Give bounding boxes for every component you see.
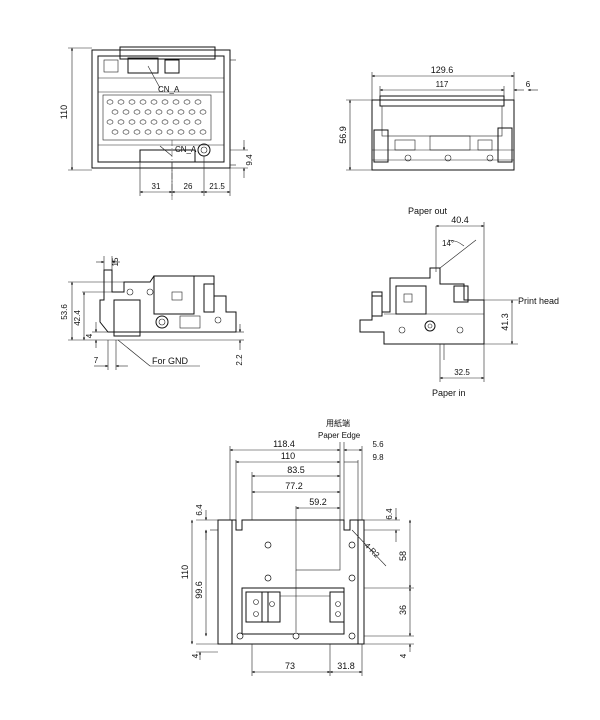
paper-in-dim: 32.5 — [454, 368, 470, 377]
vent-hole — [161, 119, 169, 125]
front-bottom-dim-a: 31 — [152, 182, 161, 191]
front-right-dim: 9.4 — [245, 154, 254, 166]
connector-a-top-label: CN_A — [158, 85, 180, 94]
profile-low-height-dim: 4 — [85, 333, 94, 338]
mount-right-mid-dim: 58 — [398, 551, 408, 561]
mount-width-1-dim: 118.4 — [273, 439, 295, 449]
vent-hole — [194, 119, 202, 125]
vent-hole — [106, 99, 114, 105]
side-overall-width-dim: 129.6 — [431, 65, 454, 75]
mount-left-total-dim: 110 — [180, 565, 190, 579]
paper-path-view: 40.4 Paper out 14° Print head 41.3 32.5 … — [359, 206, 559, 398]
vent-hole — [144, 129, 152, 135]
paper-in-label: Paper in — [432, 388, 466, 398]
side-right-offset-dim: 6 — [526, 80, 531, 89]
vent-hole — [177, 129, 185, 135]
connector-a-bottom-label: CN_A — [175, 145, 197, 154]
mount-bottom-b-dim: 31.8 — [337, 661, 355, 671]
vent-hole — [150, 119, 158, 125]
mount-right-bottom-dim: 4 — [399, 653, 408, 658]
paper-out-label: Paper out — [408, 206, 448, 216]
mounting-plan-view: 用紙端 Paper Edge 118.4 5.6 110 9.8 83.5 77… — [180, 418, 414, 676]
vent-hole — [155, 109, 163, 115]
mount-left-bottom-dim: 4 — [191, 653, 200, 658]
side-inner-width-dim: 117 — [436, 80, 449, 89]
mount-width-5-dim: 59.2 — [309, 497, 327, 507]
mount-left-mid-dim: 99.6 — [194, 581, 204, 599]
vent-hole — [150, 99, 158, 105]
front-bottom-dim-c: 21.5 — [209, 182, 225, 191]
vent-hole — [183, 119, 191, 125]
profile-total-height-dim: 53.6 — [60, 304, 69, 320]
side-view-top: 129.6 117 6 56.9 — [338, 65, 538, 171]
vent-hole — [172, 119, 180, 125]
vent-hole — [172, 99, 180, 105]
profile-bottom-right-dim: 2.2 — [235, 354, 244, 366]
front-height-dim: 110 — [59, 105, 69, 119]
side-height-dim: 56.9 — [338, 126, 348, 144]
mount-right-low-dim: 36 — [398, 605, 408, 615]
vent-hole — [166, 129, 174, 135]
vent-hole — [133, 109, 141, 115]
vent-hole — [117, 119, 125, 125]
vent-hole — [111, 129, 119, 135]
vent-hole — [106, 119, 114, 125]
vent-hole — [122, 129, 130, 135]
mount-left-top-dim: 6.4 — [195, 504, 204, 516]
vent-hole — [139, 119, 147, 125]
front-bottom-dim-b: 26 — [184, 182, 193, 191]
mount-bottom-a-dim: 73 — [285, 661, 295, 671]
mount-hole-callout: 4-R2 — [363, 541, 382, 560]
vent-hole — [128, 99, 136, 105]
vent-hole — [122, 109, 130, 115]
vent-hole — [144, 109, 152, 115]
vent-hole — [188, 129, 196, 135]
profile-mid-height-dim: 42.4 — [73, 310, 82, 326]
vent-hole — [188, 109, 196, 115]
paper-edge-label: Paper Edge — [318, 431, 361, 440]
vent-hole — [183, 99, 191, 105]
vent-hole — [199, 129, 207, 135]
vent-hole — [199, 109, 207, 115]
front-view: CN_A CN_A 110 9.4 31 26 21.5 — [59, 46, 254, 200]
vent-hole — [111, 109, 119, 115]
vent-hole — [128, 119, 136, 125]
vent-hole — [155, 129, 163, 135]
vent-hole — [133, 129, 141, 135]
mount-width-2-right-dim: 9.8 — [372, 453, 384, 462]
mount-width-1-right-dim: 5.6 — [372, 440, 384, 449]
print-head-height-dim: 41.3 — [500, 313, 510, 331]
mount-width-2-dim: 110 — [281, 451, 295, 461]
gnd-label: For GND — [152, 356, 189, 366]
vent-hole — [177, 109, 185, 115]
paper-out-angle: 14° — [442, 239, 454, 248]
vent-hole — [161, 99, 169, 105]
print-head-label: Print head — [518, 296, 559, 306]
profile-view-left: 15 53.6 42.4 4 7 For GND 2.2 — [60, 256, 244, 370]
mount-right-top-dim: 6.4 — [385, 508, 394, 520]
profile-top-dim: 15 — [111, 257, 120, 266]
vent-hole — [139, 99, 147, 105]
mount-width-3-dim: 83.5 — [287, 465, 305, 475]
paper-edge-jp-label: 用紙端 — [326, 418, 350, 428]
profile-bottom-left-dim: 7 — [94, 356, 99, 365]
vent-hole — [166, 109, 174, 115]
vent-hole — [194, 99, 202, 105]
paper-out-width-dim: 40.4 — [451, 215, 469, 225]
mount-width-4-dim: 77.2 — [285, 481, 303, 491]
vent-hole — [117, 99, 125, 105]
